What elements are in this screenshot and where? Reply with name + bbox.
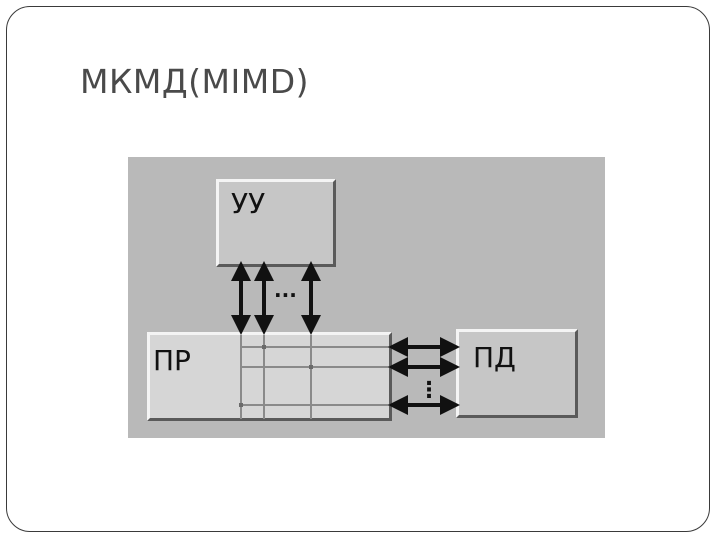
control-unit-label: УУ (231, 187, 266, 220)
vertical-bus-arrows (231, 261, 321, 335)
slide-title: МКМД(MIMD) (80, 62, 309, 101)
grid-node (239, 403, 243, 407)
data-memory-label: ПД (473, 341, 516, 374)
grid-node (309, 365, 313, 369)
grid-nodes (239, 345, 313, 407)
processor-label: ПР (153, 344, 191, 377)
vertical-bus-ellipsis: ... (274, 278, 297, 302)
connector-lines: ... ⋮ (231, 261, 460, 419)
horizontal-bus-ellipsis: ⋮ (418, 378, 440, 403)
control-unit-box: УУ (216, 179, 336, 267)
horizontal-bus-arrows (388, 337, 460, 415)
mimd-diagram: УУ ПР ПД (128, 157, 605, 438)
grid-node (262, 345, 266, 349)
